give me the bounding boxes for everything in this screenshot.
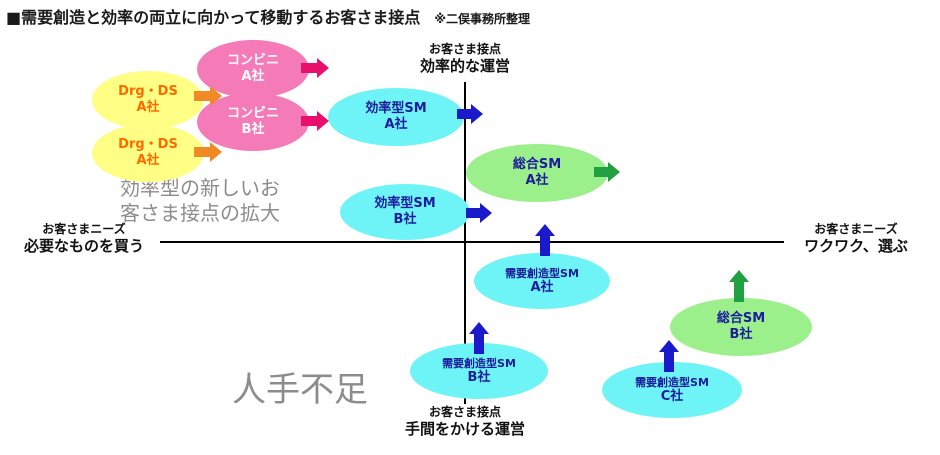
node-drg-ds-a-bottom: Drg・DS A社 <box>92 124 204 182</box>
node-label: 需要創造型SM <box>442 356 516 370</box>
horizontal-axis <box>160 241 784 243</box>
node-efficiency-sm-a: 効率型SM A社 <box>328 88 464 146</box>
node-convenience-a: コンビニ A社 <box>197 40 309 98</box>
axis-label-top: お客さま接点 効率的な運営 <box>400 42 530 76</box>
node-label: A社 <box>530 279 554 295</box>
node-label: 効率型SM <box>374 196 436 212</box>
node-label: Drg・DS <box>118 84 178 100</box>
arrow-right-red-icon <box>301 58 329 78</box>
vertical-axis <box>464 82 466 404</box>
node-label: Drg・DS <box>118 137 178 153</box>
expansion-line2: 客さま接点の拡大 <box>120 201 280 225</box>
axis-bottom-line2: 手間をかける運営 <box>404 420 525 438</box>
node-label: コンビニ <box>226 106 279 122</box>
arrow-right-blue-icon <box>466 203 492 223</box>
node-label: 需要創造型SM <box>635 375 709 389</box>
arrow-right-orange-icon <box>194 86 222 106</box>
arrow-up-green-icon <box>729 270 749 302</box>
arrow-right-red-icon <box>301 111 329 131</box>
axis-bottom-line1: お客さま接点 <box>428 405 501 419</box>
node-label: B社 <box>467 369 491 385</box>
arrow-right-green-icon <box>594 162 620 182</box>
node-label: 需要創造型SM <box>505 266 579 280</box>
node-general-sm-a: 総合SM A社 <box>466 144 608 202</box>
node-efficiency-sm-b: 効率型SM B社 <box>340 184 470 240</box>
axis-label-bottom: お客さま接点 手間をかける運営 <box>390 405 540 439</box>
node-label: 総合SM <box>512 157 562 173</box>
node-label: 効率型SM <box>365 101 427 117</box>
arrow-up-blue-icon <box>469 322 489 354</box>
expansion-annotation: 効率型の新しいお 客さま接点の拡大 <box>120 176 280 226</box>
labor-shortage-annotation: 人手不足 <box>232 370 368 410</box>
axis-label-left: お客さまニーズ 必要なものを買う <box>8 222 160 256</box>
arrow-right-blue-icon <box>457 104 483 124</box>
node-label: A社 <box>136 100 160 115</box>
node-label: 総合SM <box>716 311 766 327</box>
axis-label-right: お客さまニーズ ワクワク、選ぶ <box>792 222 920 256</box>
node-label: A社 <box>241 69 265 84</box>
axis-right-line1: お客さまニーズ <box>814 222 898 236</box>
arrow-up-blue-icon <box>659 340 679 372</box>
node-label: B社 <box>241 122 265 137</box>
arrow-right-orange-icon <box>194 142 222 162</box>
node-label: A社 <box>525 173 549 188</box>
node-drg-ds-a-top: Drg・DS A社 <box>92 71 204 129</box>
node-label: C社 <box>660 388 684 404</box>
axis-top-line1: お客さま接点 <box>428 42 501 56</box>
axis-right-line2: ワクワク、選ぶ <box>804 237 908 255</box>
node-general-sm-b: 総合SM B社 <box>670 298 812 356</box>
node-demand-sm-a: 需要創造型SM A社 <box>474 253 610 309</box>
title-note: ※二俣事務所整理 <box>434 12 530 26</box>
axis-top-line2: 効率的な運営 <box>419 57 510 75</box>
node-label: B社 <box>729 327 753 342</box>
node-label: A社 <box>136 153 160 168</box>
arrow-up-blue-icon <box>535 224 555 256</box>
axis-left-line1: お客さまニーズ <box>42 222 126 236</box>
diagram-title: ■需要創造と効率の両立に向かって移動するお客さま接点 ※二俣事務所整理 <box>6 4 530 28</box>
node-convenience-b: コンビニ B社 <box>197 93 309 151</box>
node-label: B社 <box>393 212 417 227</box>
node-label: コンビニ <box>226 53 279 69</box>
axis-left-line2: 必要なものを買う <box>23 237 144 255</box>
title-main: ■需要創造と効率の両立に向かって移動するお客さま接点 <box>6 8 421 27</box>
node-label: A社 <box>384 117 408 132</box>
